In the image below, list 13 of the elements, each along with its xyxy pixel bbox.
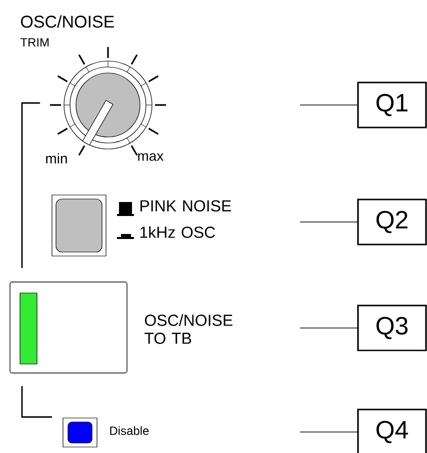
leader-line bbox=[300, 104, 358, 106]
label: PINK NOISE bbox=[140, 200, 231, 212]
label: max bbox=[138, 153, 164, 161]
label: OSC/NOISE bbox=[21, 15, 114, 28]
callout-box: Q1 bbox=[357, 82, 427, 128]
label: min bbox=[46, 153, 67, 164]
callout-box: Q2 bbox=[357, 198, 427, 246]
label: Disable bbox=[110, 426, 149, 435]
callout-box: Q3 bbox=[357, 304, 427, 352]
label: OSC/NOISE TO TB bbox=[144, 314, 232, 344]
callout-box: Q4 bbox=[357, 408, 427, 453]
label: 1kHz OSC bbox=[140, 226, 216, 238]
label: TRIM bbox=[20, 38, 49, 46]
